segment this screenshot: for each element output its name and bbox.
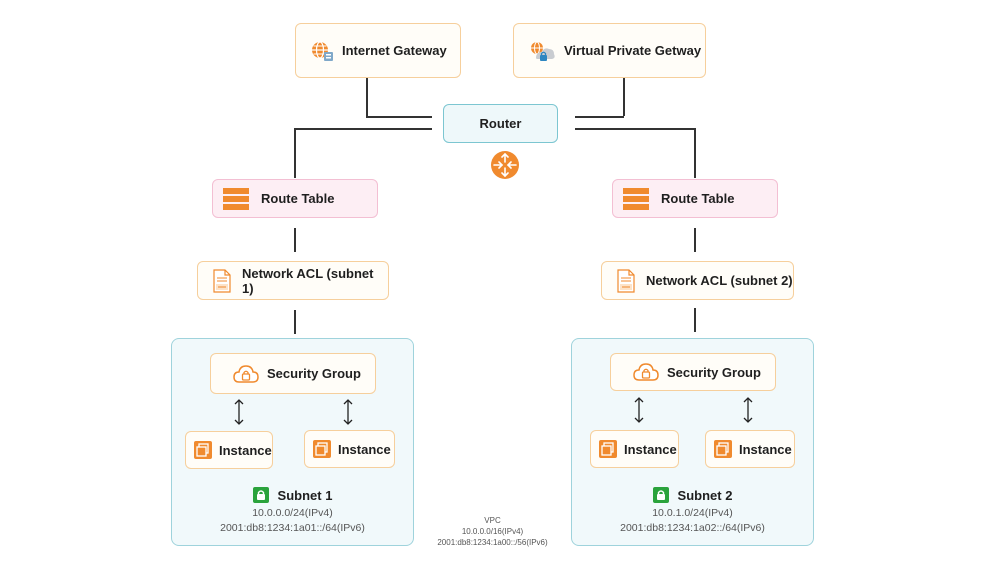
vpc-ipv6: 2001:db8:1234:1a00::/56(IPv6)	[437, 538, 548, 547]
route-table-right[interactable]: Route Table	[612, 179, 778, 218]
virtual-private-gateway[interactable]: Virtual Private Getway	[513, 23, 706, 78]
subnet-2-title: Subnet 2	[571, 486, 814, 504]
subnet-1-title: Subnet 1	[171, 486, 414, 504]
instance-left-a-label: Instance	[219, 442, 272, 458]
arrow-left-a	[234, 399, 244, 425]
router-label: Router	[479, 116, 522, 131]
line-right-acl-subnet	[694, 308, 696, 332]
router[interactable]: Router	[443, 104, 558, 143]
cloud-lock-icon	[531, 41, 555, 61]
instance-left-b[interactable]: Instance	[304, 430, 395, 468]
route-table-left[interactable]: Route Table	[212, 179, 378, 218]
router-icon	[491, 151, 519, 179]
security-group-right[interactable]: Security Group	[610, 353, 776, 391]
line-right-rt-acl	[694, 228, 696, 252]
subnet-1-ipv4: 10.0.0.0/24(IPv4)	[252, 507, 333, 519]
instance-right-b[interactable]: Instance	[705, 430, 795, 468]
line-vpg-router	[575, 116, 624, 118]
route-table-icon	[223, 187, 249, 210]
globe-icon	[312, 40, 333, 61]
network-acl-left[interactable]: Network ACL (subnet 1)	[197, 261, 389, 300]
arrow-right-a	[634, 397, 644, 423]
virtual-private-gateway-label: Virtual Private Getway	[564, 43, 702, 58]
security-group-right-label: Security Group	[667, 364, 761, 380]
instance-chip-icon	[714, 440, 732, 458]
internet-gateway-label: Internet Gateway	[342, 43, 447, 58]
lock-icon	[652, 487, 669, 503]
vpc-ipv4: 10.0.0.0/16(IPv4)	[461, 527, 524, 536]
instance-chip-icon	[194, 441, 212, 459]
instance-right-a[interactable]: Instance	[590, 430, 679, 468]
subnet-2-ipv6: 2001:db8:1234:1a02::/64(IPv6)	[620, 522, 765, 534]
line-left-acl-subnet	[294, 310, 296, 334]
internet-gateway[interactable]: Internet Gateway	[295, 23, 461, 78]
vpc-info: VPC 10.0.0.0/16(IPv4) 2001:db8:1234:1a00…	[420, 515, 565, 548]
network-acl-right[interactable]: Network ACL (subnet 2)	[601, 261, 794, 300]
line-router-left	[294, 128, 432, 130]
acl-document-icon	[617, 268, 635, 293]
network-acl-right-label: Network ACL (subnet 2)	[646, 273, 793, 288]
instance-right-a-label: Instance	[624, 441, 677, 457]
route-table-icon	[623, 187, 649, 210]
arrow-right-b	[743, 397, 753, 423]
vpc-title: VPC	[484, 516, 501, 525]
line-router-right	[575, 128, 695, 130]
lock-icon	[252, 487, 269, 503]
instance-chip-icon	[599, 440, 617, 458]
subnet-2-ipv4: 10.0.1.0/24(IPv4)	[652, 507, 733, 519]
line-vpg-down	[623, 78, 625, 116]
security-group-left-label: Security Group	[267, 366, 361, 381]
subnet-1-ipv6: 2001:db8:1234:1a01::/64(IPv6)	[220, 522, 365, 534]
instance-chip-icon	[313, 440, 331, 458]
line-left-rt-acl	[294, 228, 296, 252]
security-group-icon	[233, 364, 259, 383]
subnet-2-label: Subnet 2	[677, 487, 733, 503]
line-right-down	[694, 128, 696, 178]
subnet-1-label: Subnet 1	[277, 487, 333, 503]
security-group-icon	[633, 363, 659, 381]
route-table-left-label: Route Table	[261, 191, 335, 206]
instance-right-b-label: Instance	[739, 441, 792, 457]
security-group-left[interactable]: Security Group	[210, 353, 376, 394]
acl-document-icon	[213, 268, 231, 293]
subnet-1-meta: 10.0.0.0/24(IPv4) 2001:db8:1234:1a01::/6…	[171, 506, 414, 536]
instance-left-a[interactable]: Instance	[185, 431, 273, 469]
route-table-right-label: Route Table	[661, 191, 735, 206]
instance-left-b-label: Instance	[338, 441, 391, 457]
line-left-down	[294, 128, 296, 178]
line-igw-router	[366, 116, 432, 118]
subnet-2-meta: 10.0.1.0/24(IPv4) 2001:db8:1234:1a02::/6…	[571, 506, 814, 536]
line-igw-down	[366, 78, 368, 116]
network-acl-left-label: Network ACL (subnet 1)	[242, 265, 374, 296]
arrow-left-b	[343, 399, 353, 425]
